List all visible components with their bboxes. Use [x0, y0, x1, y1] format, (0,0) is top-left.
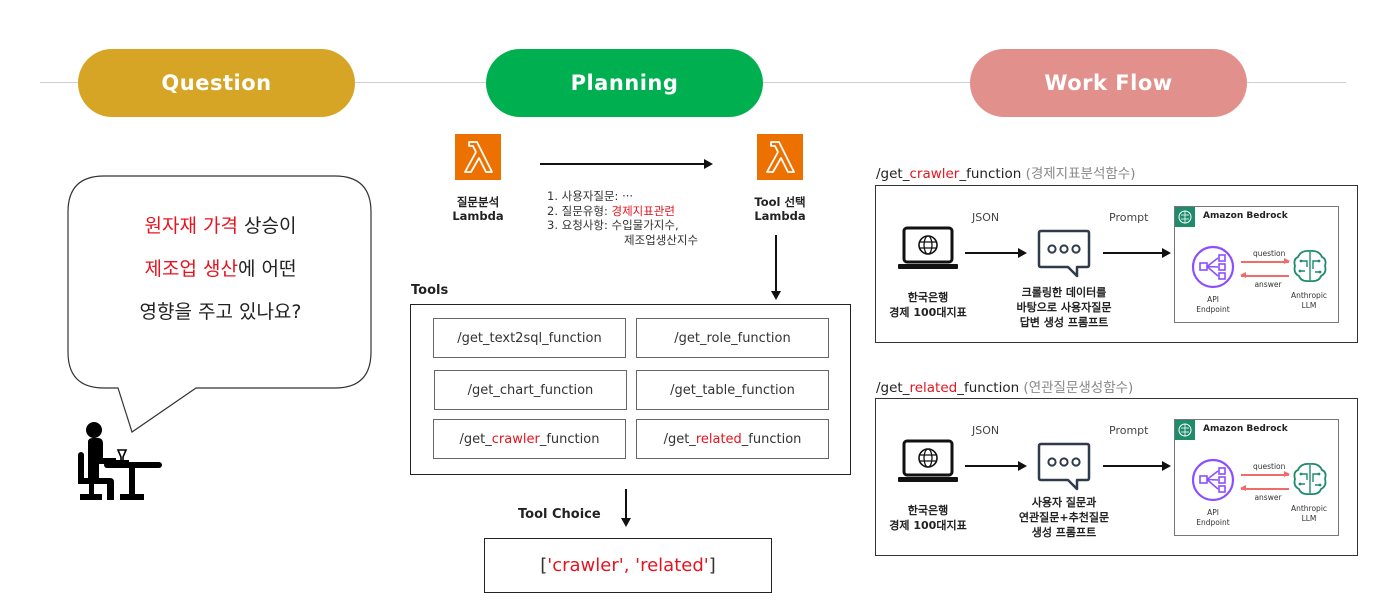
tool-choice-label: Tool Choice: [518, 507, 601, 522]
related-flow-diagram: 한국은행 경제 100대지표 JSON 사용자 질문과 연관질문+추천질문 생성…: [875, 398, 1358, 556]
arrow-prompt-to-bedrock: [1103, 461, 1171, 471]
answer-edge-label: answer: [1254, 493, 1282, 502]
laptop-globe-icon: [898, 226, 958, 269]
arrow-lambda-to-lambda: [540, 159, 713, 169]
arrow-source-to-prompt: [965, 248, 1027, 258]
laptop-globe-icon: [898, 439, 958, 482]
tool-crawler: /get_crawler_function: [433, 419, 626, 459]
section-header-workflow: Work Flow: [970, 49, 1247, 117]
related-flow-title: /get_related_function (연관질문생성함수): [876, 380, 1134, 396]
prompt-label: 사용자 질문과 연관질문+추천질문 생성 프롬프트: [1018, 496, 1110, 539]
edge-json-label: JSON: [972, 424, 1000, 437]
bedrock-brain-icon: [1175, 207, 1195, 227]
tools-title: Tools: [411, 283, 449, 298]
bedrock-title: Amazon Bedrock: [1203, 211, 1288, 221]
anthropic-llm-brain-icon: [1293, 249, 1327, 283]
arrow-question: [1241, 471, 1290, 477]
aws-lambda-icon: [757, 134, 803, 180]
prompt-label: 크롤링한 데이터를 바탕으로 사용자질문 답변 생성 프롬프트: [1016, 286, 1112, 329]
arrow-answer: [1240, 272, 1289, 278]
amazon-bedrock-group: Amazon Bedrock API Endpoint question ans…: [1174, 419, 1339, 536]
api-endpoint-icon: [1191, 458, 1235, 502]
question-line-3: 영향을 주고 있나요?: [139, 301, 302, 323]
edge-json-label: JSON: [972, 211, 1000, 224]
tool-chart: /get_chart_function: [434, 370, 627, 410]
anthropic-llm-brain-icon: [1293, 462, 1327, 496]
source-label: 한국은행 경제 100대지표: [889, 504, 967, 532]
tool-choice-result: ['crawler', 'related']: [484, 538, 772, 593]
analysis-item: 3. 요청사항: 수입물가지수,: [547, 218, 679, 232]
arrow-tools-to-choice: [621, 489, 631, 527]
tool-role: /get_role_function: [636, 318, 829, 358]
arrow-source-to-prompt: [965, 461, 1027, 471]
crawler-flow-diagram: 한국은행 경제 100대지표 JSON 크롤링한 데이터를 바탕으로 사용자질문…: [875, 185, 1358, 343]
bedrock-brain-icon: [1175, 420, 1195, 440]
question-edge-label: question: [1253, 462, 1286, 471]
arrow-lambda-to-tools: [771, 235, 781, 300]
tool-text2sql: /get_text2sql_function: [433, 318, 626, 358]
analysis-item: 1. 사용자질문: ···: [547, 189, 634, 203]
tools-panel: [410, 304, 851, 475]
arrow-question: [1241, 258, 1290, 264]
amazon-bedrock-group: Amazon Bedrock API Endpoint question ans…: [1174, 206, 1339, 323]
api-endpoint-label: API Endpoint: [1196, 508, 1230, 527]
question-analysis-list: 1. 사용자질문: ··· 2. 질문유형: 경제지표관련 3. 요청사항: 수…: [547, 189, 698, 247]
question-edge-label: question: [1253, 249, 1286, 258]
question-text: 원자재 가격 상승이 제조업 생산에 어떤 영향을 주고 있나요?: [68, 205, 373, 334]
aws-lambda-icon: [455, 134, 501, 180]
chat-bubble-icon: [1037, 442, 1091, 491]
arrow-answer: [1240, 485, 1289, 491]
analysis-item: 2. 질문유형: 경제지표관련: [547, 203, 675, 218]
lambda-tool-select-label: Tool 선택 Lambda: [754, 195, 806, 223]
arrow-prompt-to-bedrock: [1103, 248, 1171, 258]
speech-bubble: [67, 175, 372, 433]
api-endpoint-icon: [1191, 245, 1235, 289]
question-line-1: 원자재 가격 상승이: [144, 215, 297, 237]
anthropic-llm-label: Anthropic LLM: [1290, 504, 1328, 523]
question-line-2: 제조업 생산에 어떤: [144, 258, 297, 280]
lambda-analysis-label: 질문분석 Lambda: [452, 195, 504, 223]
answer-edge-label: answer: [1254, 280, 1282, 289]
person-at-desk-icon: [78, 422, 162, 500]
section-header-planning: Planning: [486, 49, 763, 117]
edge-prompt-label: Prompt: [1109, 424, 1149, 437]
section-header-label: Question: [161, 71, 272, 95]
analysis-item-continued: 제조업생산지수: [624, 232, 699, 247]
crawler-flow-title: /get_crawler_function (경제지표분석함수): [876, 166, 1136, 182]
edge-prompt-label: Prompt: [1109, 211, 1149, 224]
section-header-label: Planning: [570, 71, 679, 95]
bedrock-title: Amazon Bedrock: [1203, 424, 1288, 434]
tool-related: /get_related_function: [636, 419, 829, 459]
source-label: 한국은행 경제 100대지표: [889, 291, 967, 319]
chat-bubble-icon: [1037, 229, 1091, 278]
tool-table: /get_table_function: [636, 370, 829, 410]
section-header-question: Question: [78, 49, 355, 117]
anthropic-llm-label: Anthropic LLM: [1290, 291, 1328, 310]
api-endpoint-label: API Endpoint: [1196, 295, 1230, 314]
section-header-label: Work Flow: [1044, 71, 1173, 95]
